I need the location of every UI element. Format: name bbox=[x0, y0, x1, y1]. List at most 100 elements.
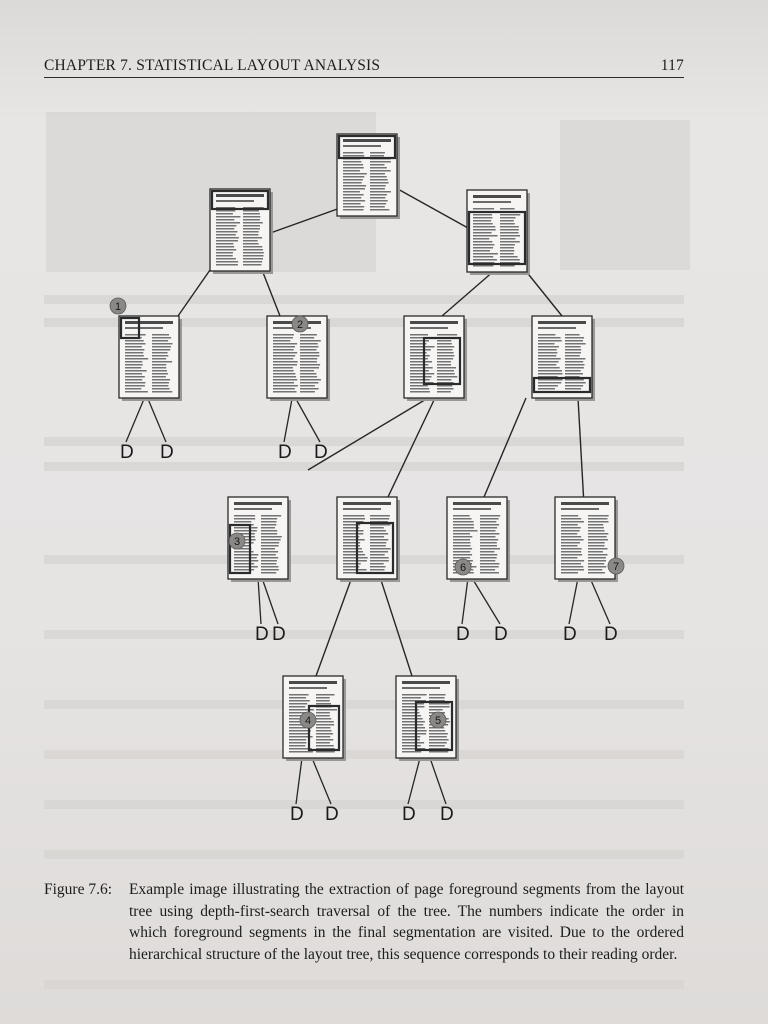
page-text-line bbox=[480, 524, 500, 526]
page-text-line bbox=[561, 566, 584, 568]
page-text-line bbox=[316, 709, 337, 711]
page-text-line bbox=[234, 518, 256, 520]
page-text-line bbox=[273, 385, 298, 387]
foreground-segment-box bbox=[422, 336, 462, 386]
page-text-line bbox=[289, 694, 309, 696]
page-text-line bbox=[480, 569, 496, 571]
page-text-line bbox=[480, 545, 497, 547]
page-text-line bbox=[473, 226, 496, 228]
page-text-line bbox=[234, 536, 255, 538]
page-text-line bbox=[538, 379, 563, 381]
page-text-line bbox=[588, 551, 603, 553]
page-text-line bbox=[410, 376, 432, 378]
page-text-line bbox=[500, 223, 515, 225]
page-text-line bbox=[429, 730, 446, 732]
page-text-line bbox=[300, 364, 321, 366]
leaf-d-label: D bbox=[402, 804, 416, 825]
page-text-line bbox=[561, 569, 584, 571]
page-text-line bbox=[588, 560, 606, 562]
tree-edge bbox=[177, 269, 211, 317]
page-text-line bbox=[234, 527, 258, 529]
page-text-line bbox=[273, 334, 294, 336]
page-text-line bbox=[273, 361, 298, 363]
page-text-line bbox=[243, 237, 263, 239]
page-text-line bbox=[125, 382, 146, 384]
page-text-line bbox=[565, 334, 580, 336]
page-text-line bbox=[538, 361, 559, 363]
page-text-line bbox=[289, 712, 311, 714]
page-text-line bbox=[243, 207, 264, 209]
page-text-line bbox=[343, 551, 363, 553]
page-text-line bbox=[300, 334, 317, 336]
foreground-segment-box bbox=[414, 700, 454, 752]
page-text-line bbox=[370, 515, 390, 517]
page-text-line bbox=[453, 515, 470, 517]
page-text-line bbox=[316, 724, 335, 726]
page-text-line bbox=[300, 385, 315, 387]
page-text-line bbox=[410, 355, 430, 357]
page-text-line bbox=[538, 349, 557, 351]
page-text-line bbox=[343, 164, 364, 166]
page-text-line bbox=[261, 557, 279, 559]
page-text-line bbox=[152, 349, 171, 351]
page-text-line bbox=[588, 572, 605, 574]
leaf-edge bbox=[295, 398, 321, 443]
page-text-line bbox=[480, 536, 496, 538]
order-badge bbox=[291, 315, 309, 333]
page-subtitle-bar bbox=[273, 327, 311, 329]
page-text-line bbox=[343, 209, 364, 211]
leaf-d-label: D bbox=[440, 804, 454, 825]
figure-caption: Figure 7.6: Example image illustrating t… bbox=[44, 879, 684, 965]
page-text-line bbox=[261, 572, 277, 574]
page-text-line bbox=[300, 346, 319, 348]
page-text-line bbox=[216, 216, 241, 218]
page-text-line bbox=[343, 518, 365, 520]
page-text-line bbox=[410, 340, 429, 342]
tree-nodes bbox=[118, 133, 618, 761]
page-text-line bbox=[565, 382, 586, 384]
page-text-line bbox=[216, 240, 238, 242]
bleed-through-line bbox=[44, 980, 684, 989]
page-text-line bbox=[480, 572, 499, 574]
page-text-line bbox=[125, 379, 143, 381]
page-text-line bbox=[561, 515, 579, 517]
page-text-line bbox=[243, 222, 263, 224]
page-text-line bbox=[370, 560, 389, 562]
page-text-line bbox=[370, 206, 385, 208]
page-text-line bbox=[480, 548, 500, 550]
leaf-d-label: D bbox=[255, 624, 269, 645]
page-text-line bbox=[437, 367, 457, 369]
page-text-line bbox=[316, 739, 334, 741]
page-text-line bbox=[410, 382, 434, 384]
page-text-line bbox=[370, 548, 391, 550]
page-text-line bbox=[216, 246, 235, 248]
page-text-line bbox=[261, 545, 279, 547]
page-title-bar bbox=[561, 502, 609, 505]
order-badge bbox=[429, 711, 447, 729]
page-text-line bbox=[216, 258, 236, 260]
page-text-line bbox=[152, 340, 169, 342]
page-text-line bbox=[300, 361, 317, 363]
page-text-line bbox=[370, 191, 391, 193]
page-text-line bbox=[316, 727, 331, 729]
page-title-bar bbox=[289, 681, 337, 684]
page-text-line bbox=[289, 733, 309, 735]
page-text-line bbox=[429, 739, 449, 741]
page-thumbnail bbox=[336, 496, 400, 582]
page-text-line bbox=[152, 376, 166, 378]
order-badge bbox=[454, 558, 472, 576]
page-text-line bbox=[437, 355, 455, 357]
page-text-line bbox=[437, 391, 451, 393]
page-text-line bbox=[500, 256, 518, 258]
page-text-line bbox=[437, 349, 453, 351]
page-text-line bbox=[473, 247, 494, 249]
page-text-line bbox=[402, 712, 420, 714]
page-text-line bbox=[243, 249, 263, 251]
page-text-line bbox=[234, 569, 255, 571]
page-text-line bbox=[453, 542, 471, 544]
page-text-line bbox=[538, 337, 561, 339]
page-text-line bbox=[289, 727, 312, 729]
page-text-line bbox=[300, 352, 320, 354]
page-text-line bbox=[152, 367, 167, 369]
page-text-line bbox=[243, 246, 263, 248]
